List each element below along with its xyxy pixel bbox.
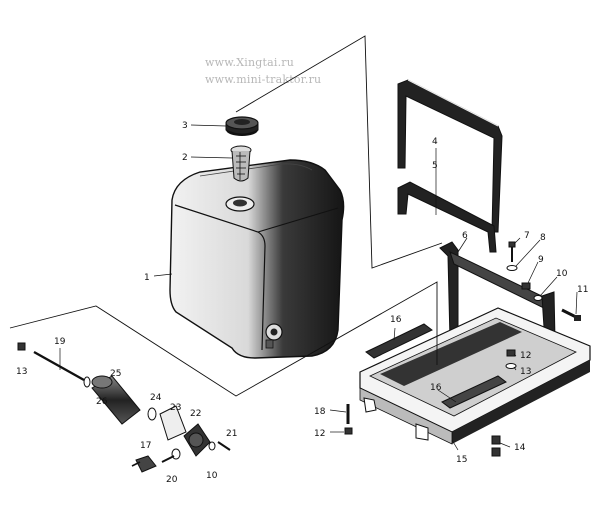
fuel-tank bbox=[169, 159, 345, 359]
callout-labels: 1 2 3 4 5 6 7 8 9 10 11 12 12 13 13 14 1… bbox=[16, 121, 588, 485]
callout-12-left: 12 bbox=[314, 429, 325, 439]
bolt-14 bbox=[491, 435, 501, 457]
stud-18 bbox=[344, 404, 353, 435]
callout-6: 6 bbox=[462, 231, 468, 241]
callout-3: 3 bbox=[182, 121, 188, 131]
callout-21: 21 bbox=[226, 429, 237, 439]
bowl-23 bbox=[159, 405, 187, 441]
bolt-21 bbox=[217, 441, 231, 451]
callout-16-upper: 16 bbox=[390, 315, 402, 325]
lower-strap bbox=[397, 181, 497, 253]
callout-20: 20 bbox=[166, 475, 178, 485]
callout-15: 15 bbox=[456, 455, 467, 465]
washer-8 bbox=[506, 265, 518, 271]
filler-cap bbox=[225, 116, 259, 136]
tank-tray bbox=[359, 307, 591, 445]
callout-14: 14 bbox=[514, 443, 526, 453]
callout-5: 5 bbox=[432, 161, 438, 171]
seal-26 bbox=[83, 376, 91, 388]
callout-7: 7 bbox=[524, 231, 530, 241]
callout-1: 1 bbox=[144, 273, 150, 283]
filter-rod-19 bbox=[33, 350, 85, 382]
filter-element-25 bbox=[91, 375, 141, 425]
callout-26: 26 bbox=[96, 397, 108, 407]
rubber-pad-lower bbox=[441, 375, 507, 409]
callout-17: 17 bbox=[140, 441, 151, 451]
filter-body-22 bbox=[183, 423, 211, 457]
watermark-line-2: www.mini-traktor.ru bbox=[205, 73, 322, 86]
rubber-pad-upper bbox=[365, 323, 433, 359]
fitting-20 bbox=[161, 448, 181, 463]
callout-24: 24 bbox=[150, 393, 162, 403]
callout-23: 23 bbox=[170, 403, 181, 413]
callout-18: 18 bbox=[314, 407, 326, 417]
bolt-11 bbox=[561, 308, 581, 321]
leader-lines bbox=[59, 124, 578, 451]
callout-4: 4 bbox=[432, 137, 438, 147]
nut-12-right bbox=[506, 349, 516, 357]
gasket-24 bbox=[147, 407, 157, 421]
callout-12-right: 12 bbox=[520, 351, 531, 361]
callout-10-left: 10 bbox=[206, 471, 218, 481]
callout-13-right: 13 bbox=[520, 367, 531, 377]
washer-10 bbox=[533, 295, 543, 301]
callout-25: 25 bbox=[110, 369, 121, 379]
washer-10-left bbox=[208, 441, 216, 451]
callout-16-lower: 16 bbox=[430, 383, 442, 393]
callout-10: 10 bbox=[556, 269, 568, 279]
watermark-line-1: www.Xingtai.ru bbox=[205, 56, 295, 69]
callout-19: 19 bbox=[54, 337, 66, 347]
filler-strainer bbox=[230, 145, 252, 182]
callout-11: 11 bbox=[577, 285, 588, 295]
callout-13-left: 13 bbox=[16, 367, 27, 377]
callout-2: 2 bbox=[182, 153, 188, 163]
callout-9: 9 bbox=[538, 255, 544, 265]
drain-plug-13 bbox=[17, 342, 26, 351]
washer-13-right bbox=[505, 363, 517, 369]
bolt-7 bbox=[508, 241, 516, 262]
fitting-17 bbox=[131, 455, 157, 473]
nut-9 bbox=[521, 282, 531, 290]
callout-22: 22 bbox=[190, 409, 201, 419]
callout-8: 8 bbox=[540, 233, 546, 243]
